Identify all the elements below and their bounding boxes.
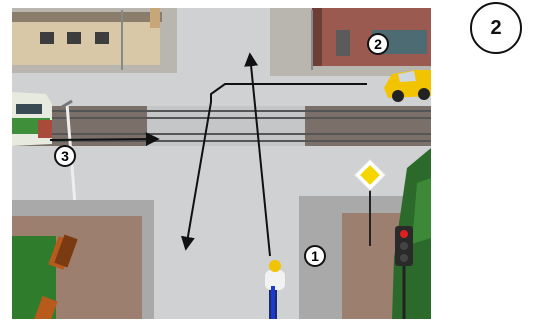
label-participant-2: 2 xyxy=(368,34,388,54)
label-1-text: 1 xyxy=(311,248,319,264)
label-3-text: 3 xyxy=(61,148,69,164)
intersection-scene: 1 2 3 xyxy=(12,8,431,319)
label-2-text: 2 xyxy=(374,36,382,52)
label-participant-1: 1 xyxy=(305,246,325,266)
question-number: 2 xyxy=(490,17,501,40)
sidewalk-bottom-left xyxy=(12,200,154,319)
question-number-badge: 2 xyxy=(470,2,522,54)
label-participant-3: 3 xyxy=(55,146,75,166)
arrow-tram-direction xyxy=(50,139,157,140)
building-top-right xyxy=(270,8,431,76)
building-top-left xyxy=(12,8,177,73)
tram-3 xyxy=(12,92,52,146)
